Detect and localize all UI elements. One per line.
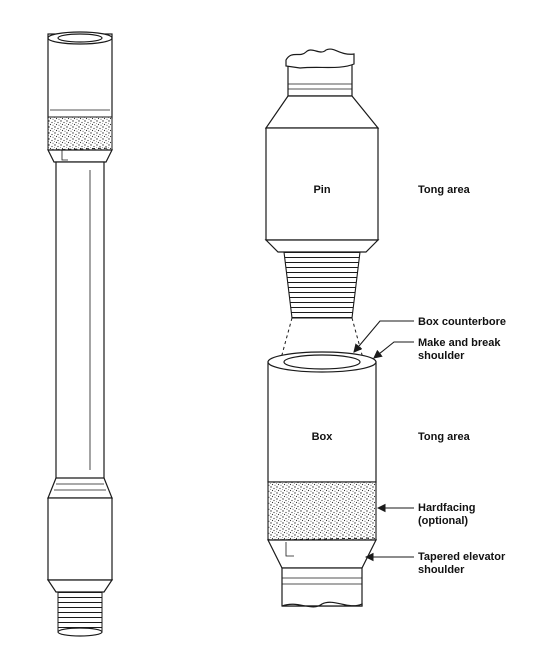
alignment-line-right	[351, 317, 365, 363]
tapered-elevator-label-line1: Tapered elevator	[418, 551, 506, 563]
make-break-label-line1: Make and break	[418, 337, 501, 349]
make-break-label-line2: shoulder	[418, 350, 465, 362]
pin-broken-end	[285, 48, 355, 69]
make-break-arrow	[373, 341, 414, 359]
hardfacing-band	[267, 481, 377, 541]
tong-area-label-upper: Tong area	[418, 184, 471, 196]
box-tool-joint	[267, 351, 377, 608]
tapered-elevator-label-line2: shoulder	[418, 564, 465, 576]
box-label: Box	[312, 431, 334, 443]
pin-threads	[283, 251, 361, 319]
tong-area-label-lower: Tong area	[418, 431, 471, 443]
alignment-line-left	[279, 317, 293, 363]
hardfacing-label-line1: Hardfacing	[418, 502, 475, 514]
full-drill-pipe	[46, 31, 114, 637]
pin-label: Pin	[313, 184, 330, 196]
box-counterbore-arrow	[353, 320, 414, 353]
hardfacing-label-line2: (optional)	[418, 515, 468, 527]
pin-tool-joint	[264, 48, 380, 319]
box-counterbore-label: Box counterbore	[418, 316, 506, 328]
box-counterbore-ring	[283, 354, 361, 370]
tapered-elevator-shoulder	[267, 539, 377, 569]
pin-threads-full	[57, 591, 103, 633]
hardfacing-band-full	[47, 116, 113, 151]
